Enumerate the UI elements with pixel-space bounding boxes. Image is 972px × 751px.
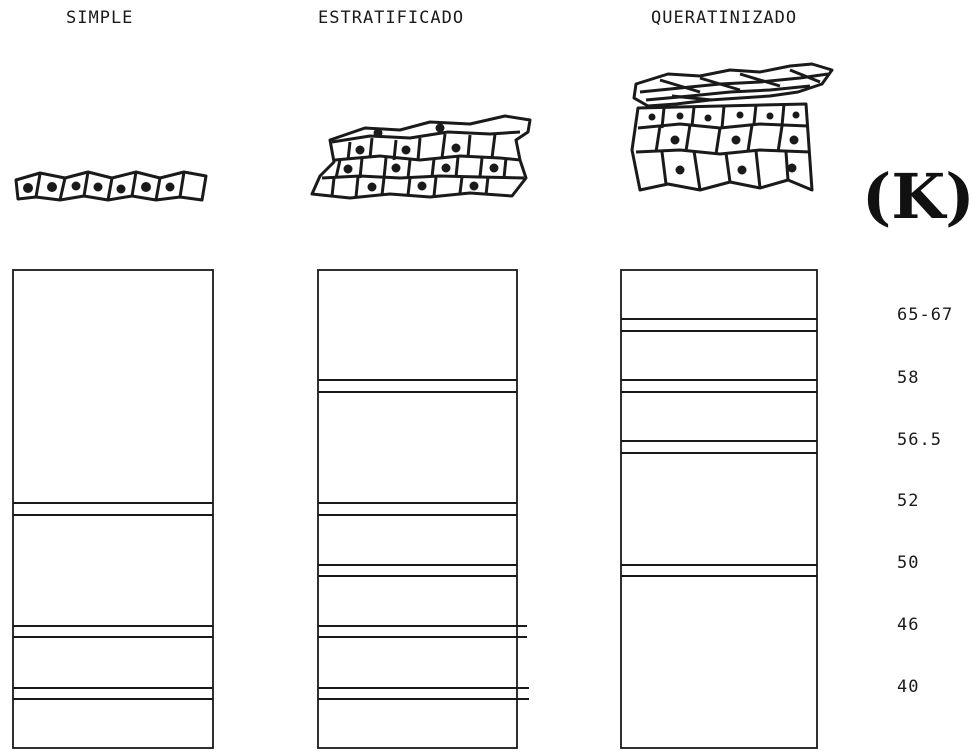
band-estratificado-50 (318, 564, 517, 577)
mw-label-46: 46 (897, 615, 920, 635)
column-title-simple: SIMPLE (66, 8, 134, 28)
lane-simple (12, 269, 214, 749)
mw-label-58: 58 (897, 368, 920, 388)
band-estratificado-46 (318, 625, 527, 638)
unit-label: (K) (862, 160, 972, 233)
mw-label-40: 40 (897, 677, 920, 697)
mw-label-56-5: 56.5 (897, 430, 942, 450)
mw-label-52: 52 (897, 491, 920, 511)
band-simple-46 (13, 625, 213, 638)
mw-label-65-67: 65-67 (897, 305, 954, 325)
band-estratificado-40 (318, 687, 529, 700)
band-queratinizado-56-5 (621, 440, 817, 454)
mw-label-50: 50 (897, 553, 920, 573)
band-estratificado-58 (318, 379, 517, 393)
stratified-epithelium-illustration (310, 114, 532, 200)
keratinized-epithelium-illustration (630, 62, 834, 192)
band-estratificado-52 (318, 502, 517, 516)
band-simple-40 (13, 687, 213, 700)
column-title-queratinizado: QUERATINIZADO (651, 8, 798, 28)
simple-epithelium-illustration (14, 170, 208, 202)
band-queratinizado-58 (621, 379, 817, 393)
band-queratinizado-65-67 (621, 318, 817, 332)
band-simple-52 (13, 502, 213, 516)
band-queratinizado-50 (621, 564, 817, 577)
lane-estratificado (317, 269, 518, 749)
lane-queratinizado (620, 269, 818, 749)
column-title-estratificado: ESTRATIFICADO (318, 8, 465, 28)
